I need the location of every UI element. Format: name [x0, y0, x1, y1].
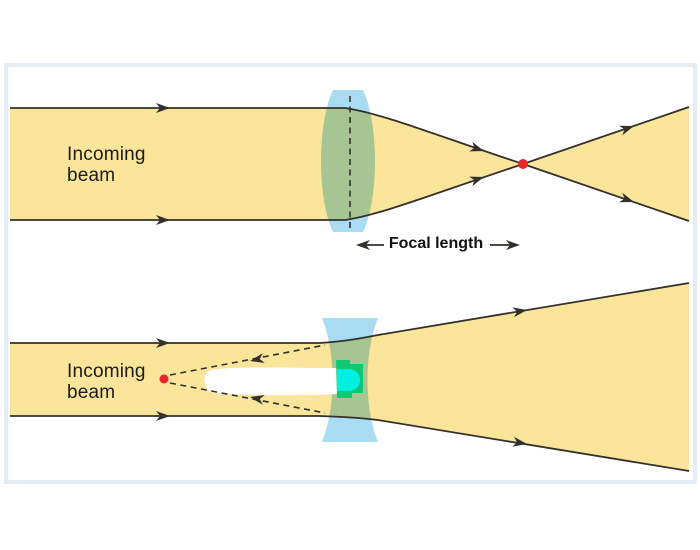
white-highlight-blob — [204, 367, 338, 396]
cyan-object — [337, 369, 360, 391]
bottom-incoming-beam-label: Incoming beam — [67, 361, 146, 403]
top-diverging-beam — [523, 107, 689, 221]
diverging-lens-diagram — [10, 282, 690, 472]
top-beam-upper-edge — [10, 107, 524, 165]
bottom-beam-upper-edge — [10, 282, 690, 344]
virtual-focus-dot — [159, 374, 169, 384]
converging-lens-diagram — [10, 90, 690, 250]
focal-point-dot — [518, 159, 528, 169]
top-incoming-beam-label: Incoming beam — [67, 144, 146, 186]
virtual-ray-upper-dashed — [169, 344, 326, 376]
convex-lens — [321, 90, 375, 232]
top-incoming-converging-beam — [10, 108, 523, 220]
top-diverging-upper-edge — [522, 106, 690, 165]
bottom-beam-lower-edge — [10, 415, 690, 472]
focal-span-arrows — [356, 240, 520, 250]
green-cyan-object — [336, 360, 363, 398]
top-beam-lower-edge — [10, 163, 524, 221]
virtual-ray-lower-dashed — [169, 382, 326, 414]
top-diverging-lower-edge — [522, 163, 690, 222]
focal-length-label: Focal length — [388, 235, 484, 252]
